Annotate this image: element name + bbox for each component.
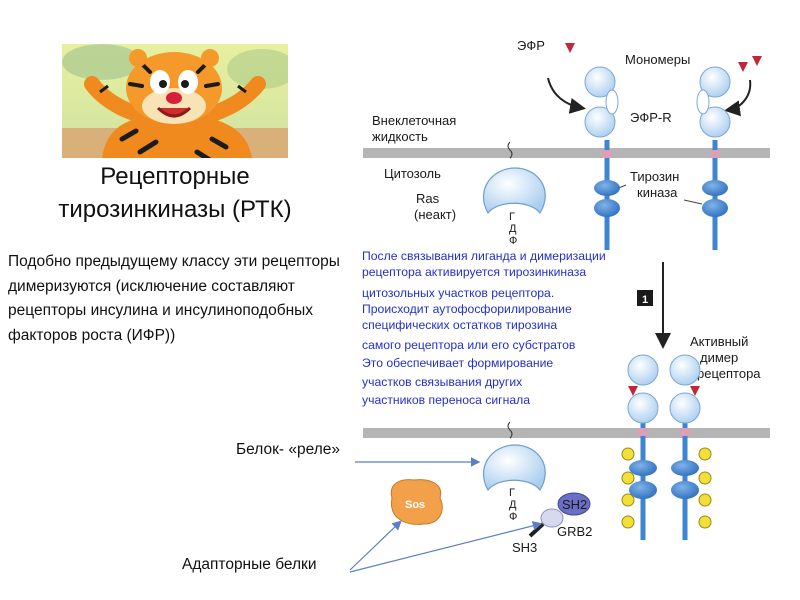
slide-title: Рецепторные тирозинкиназы (РТК) bbox=[20, 160, 330, 226]
phosphate-icon bbox=[698, 447, 712, 461]
phosphate-icon bbox=[621, 471, 635, 485]
monomers-label: Мономеры bbox=[625, 52, 690, 67]
gdp-top-3: Ф bbox=[509, 235, 517, 247]
tyrosine-label-1: Тирозин bbox=[630, 169, 679, 184]
phosphate-icon bbox=[621, 447, 635, 461]
active-dimer-label-1: Активный bbox=[690, 334, 748, 349]
phosphate-groups bbox=[621, 447, 712, 529]
phosphate-icon bbox=[698, 493, 712, 507]
svg-text:самого рецептора или его субст: самого рецептора или его субстратов bbox=[362, 338, 575, 352]
cytosol-label: Цитозоль bbox=[384, 166, 441, 181]
gdp-top-2: Д bbox=[509, 223, 517, 235]
ras-label-2: (неакт) bbox=[414, 207, 456, 222]
phosphate-icon bbox=[621, 515, 635, 529]
grb2-label: GRB2 bbox=[557, 524, 592, 539]
tyrosine-label-2: киназа bbox=[637, 185, 678, 200]
phosphate-icon bbox=[698, 471, 712, 485]
adapter-pointer-arrow-grb2 bbox=[349, 521, 543, 573]
title-line-2: тирозинкиназы (РТК) bbox=[58, 196, 292, 223]
ligand-arrow-right bbox=[724, 79, 752, 117]
active-dimer-label-3: рецептора bbox=[697, 366, 761, 381]
ligand-icon-right-2 bbox=[752, 56, 762, 66]
receptor-monomer-right bbox=[696, 66, 731, 250]
ligand-icon-right-1 bbox=[738, 62, 748, 72]
ras-inactive bbox=[482, 141, 546, 215]
membrane-top bbox=[363, 148, 770, 158]
ras-label-1: Ras bbox=[416, 191, 440, 206]
step-number: 1 bbox=[642, 294, 648, 306]
sh2-label: SH2 bbox=[562, 497, 587, 512]
gdp-top-1: Г bbox=[509, 211, 515, 223]
efr-ligand-icon bbox=[565, 43, 575, 53]
gdp-bottom-1: Г bbox=[509, 487, 515, 499]
svg-text:специфических остатков тирозин: специфических остатков тирозина bbox=[362, 318, 557, 332]
relay-protein-label: Белок- «реле» bbox=[236, 441, 340, 458]
svg-text:цитозольных участков рецептора: цитозольных участков рецептора. bbox=[362, 286, 554, 300]
adapter-proteins-label: Адапторные белки bbox=[182, 556, 317, 573]
ras-relay-protein bbox=[482, 421, 546, 492]
efr-label: ЭФР bbox=[517, 38, 545, 53]
membrane-bottom bbox=[363, 428, 770, 438]
active-dimer-label-2: димер bbox=[700, 350, 738, 365]
tigger-cartoon-image bbox=[62, 44, 288, 158]
receptor-monomer-left bbox=[584, 66, 620, 250]
ligand-arrow-left bbox=[547, 77, 586, 114]
svg-text:Это обеспечивает формирование: Это обеспечивает формирование bbox=[362, 356, 553, 370]
phosphate-icon bbox=[698, 515, 712, 529]
phosphate-icon bbox=[621, 493, 635, 507]
efr-r-label: ЭФР-R bbox=[630, 110, 672, 125]
gdp-bottom-3: Ф bbox=[509, 511, 517, 523]
sh3-label: SH3 bbox=[512, 540, 537, 555]
adapter-pointer-arrow-sos bbox=[349, 520, 402, 571]
extracellular-label-1: Внеклеточная bbox=[372, 113, 456, 128]
sos-protein: Sos bbox=[390, 479, 443, 525]
gdp-bottom-2: Д bbox=[509, 499, 517, 511]
description-block: После связывания лиганда и димеризации р… bbox=[362, 249, 606, 407]
active-receptor-dimer bbox=[627, 354, 701, 540]
title-line-1: Рецепторные bbox=[100, 163, 250, 190]
svg-text:После связывания лиганда и дим: После связывания лиганда и димеризации bbox=[362, 249, 606, 263]
extracellular-label-2: жидкость bbox=[372, 129, 428, 144]
body-text: Подобно предыдущему классу эти рецепторы… bbox=[8, 253, 340, 344]
step-badge bbox=[637, 290, 653, 306]
svg-text:участков связывания других: участков связывания других bbox=[362, 375, 522, 389]
svg-text:Sos: Sos bbox=[405, 499, 425, 511]
svg-text:Происходит аутофосфорилировани: Происходит аутофосфорилирование bbox=[362, 302, 572, 316]
svg-text:рецептора активируется тирозин: рецептора активируется тирозинкиназа bbox=[362, 265, 586, 279]
svg-text:участников переноса сигнала: участников переноса сигнала bbox=[362, 393, 530, 407]
